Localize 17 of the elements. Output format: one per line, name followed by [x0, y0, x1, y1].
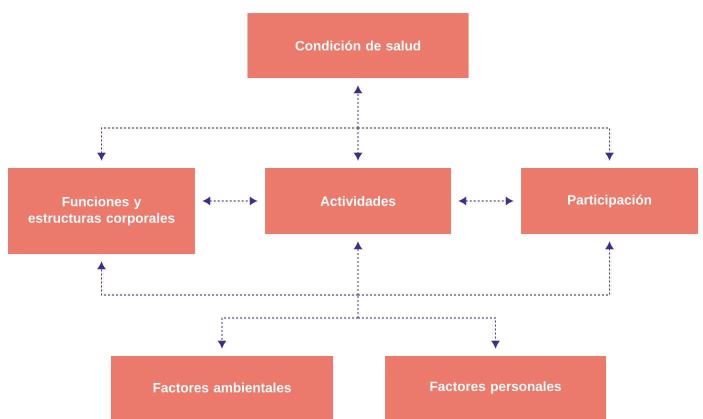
arrow — [203, 197, 257, 205]
process-box: Actividades — [265, 168, 451, 234]
arrow — [358, 318, 500, 348]
arrow — [98, 262, 358, 296]
arrow — [459, 197, 513, 205]
arrow — [218, 318, 358, 348]
process-box: Condición de salud — [248, 13, 468, 78]
process-box: Participación — [521, 168, 698, 234]
arrow — [98, 128, 358, 160]
arrow — [358, 128, 614, 160]
arrow — [354, 86, 362, 128]
arrow — [354, 128, 362, 160]
process-box: Factores personales — [385, 356, 606, 419]
process-box: Factores ambientales — [111, 356, 333, 419]
process-box: Funciones y estructuras corporales — [8, 168, 195, 254]
arrow — [354, 242, 362, 296]
arrow — [358, 242, 614, 296]
